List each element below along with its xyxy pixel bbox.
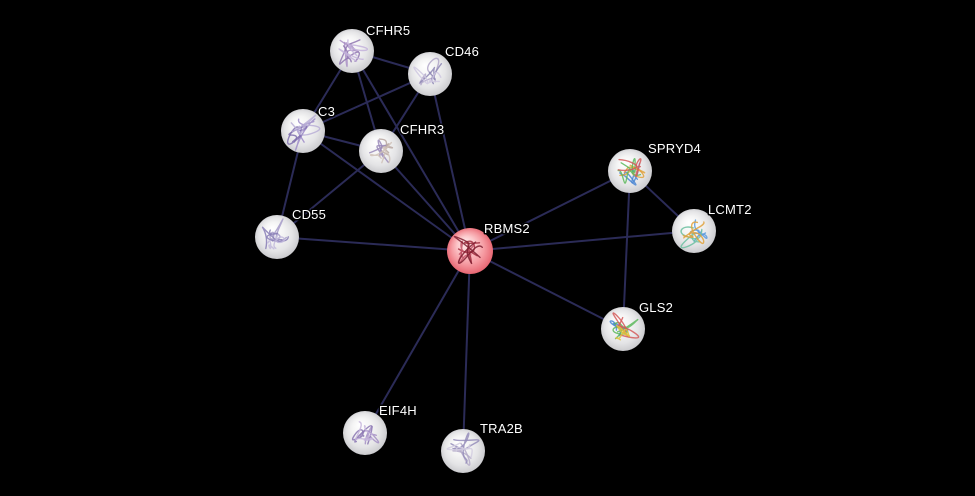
structure-stroke — [381, 146, 391, 164]
structure-stroke — [615, 328, 630, 341]
structure-stroke — [273, 234, 286, 249]
structure-stroke — [615, 324, 631, 337]
structure-stroke — [338, 39, 361, 65]
node-label-cd46: CD46 — [445, 44, 479, 59]
node-label-c3: C3 — [318, 104, 335, 119]
nodes-layer — [255, 29, 716, 473]
structure-stroke — [457, 241, 483, 264]
structure-stroke — [683, 221, 705, 244]
structure-stroke — [352, 429, 365, 441]
structure-stroke — [369, 141, 393, 159]
protein-structure-icon — [338, 39, 369, 68]
structure-stroke — [682, 221, 705, 239]
structure-stroke — [347, 39, 369, 57]
structure-stroke — [617, 169, 642, 184]
protein-structure-icon — [617, 158, 646, 186]
structure-stroke — [453, 235, 481, 265]
node-label-cfhr3: CFHR3 — [400, 122, 444, 137]
structure-stroke — [338, 48, 364, 62]
protein-structure-icon — [680, 219, 708, 249]
node-eif4h[interactable] — [343, 411, 387, 455]
node-lcmt2[interactable] — [672, 209, 716, 253]
edge-eif4h-rbms2 — [364, 250, 471, 434]
edge-cfhr5-rbms2 — [351, 50, 471, 252]
protein-structure-icon — [261, 218, 289, 250]
edge-cfhr3-cd55 — [276, 150, 382, 238]
node-tra2b[interactable] — [441, 429, 485, 473]
node-cfhr3[interactable] — [359, 129, 403, 173]
structure-stroke — [266, 229, 289, 243]
structure-stroke — [467, 242, 478, 264]
node-label-lcmt2: LCMT2 — [708, 202, 752, 217]
structure-stroke — [267, 240, 275, 250]
node-spryd4[interactable] — [608, 149, 652, 193]
node-label-gls2: GLS2 — [639, 300, 673, 315]
node-cd46[interactable] — [408, 52, 452, 96]
structure-stroke — [455, 443, 471, 452]
structure-stroke — [452, 432, 470, 464]
edge-spryd4-gls2 — [622, 170, 631, 330]
edge-spryd4-rbms2 — [469, 170, 631, 252]
node-gls2[interactable] — [601, 307, 645, 351]
node-label-eif4h: EIF4H — [379, 403, 417, 418]
node-label-cfhr5: CFHR5 — [366, 23, 410, 38]
edge-gls2-rbms2 — [469, 250, 624, 330]
protein-structure-icon — [369, 138, 394, 164]
edge-cd46-c3 — [302, 73, 431, 132]
edge-lcmt2-rbms2 — [469, 230, 695, 252]
protein-structure-icon — [446, 432, 480, 466]
structure-stroke — [617, 158, 638, 172]
node-c3[interactable] — [281, 109, 325, 153]
protein-structure-icon — [453, 235, 483, 265]
protein-structure-icon — [609, 312, 640, 341]
structure-stroke — [363, 425, 373, 441]
protein-structure-icon — [352, 421, 380, 445]
structure-stroke — [354, 425, 373, 445]
node-label-spryd4: SPRYD4 — [648, 141, 701, 156]
node-cfhr5[interactable] — [330, 29, 374, 73]
node-label-cd55: CD55 — [292, 207, 326, 222]
structure-stroke — [343, 41, 360, 68]
structure-stroke — [413, 66, 433, 85]
node-label-tra2b: TRA2B — [480, 421, 523, 436]
structure-stroke — [290, 114, 317, 135]
protein-structure-icon — [287, 114, 321, 151]
edge-tra2b-rbms2 — [462, 250, 471, 452]
edge-cd46-rbms2 — [429, 73, 471, 252]
protein-structure-icon — [413, 57, 443, 86]
structure-stroke — [446, 442, 473, 459]
node-label-rbms2: RBMS2 — [484, 221, 530, 236]
node-cd55[interactable] — [255, 215, 299, 259]
node-sphere-eif4h[interactable] — [343, 411, 387, 455]
edge-cd55-rbms2 — [276, 236, 471, 252]
structure-stroke — [261, 226, 283, 250]
edge-c3-rbms2 — [302, 130, 471, 252]
structure-stroke — [376, 144, 387, 159]
node-rbms2[interactable] — [447, 228, 493, 274]
